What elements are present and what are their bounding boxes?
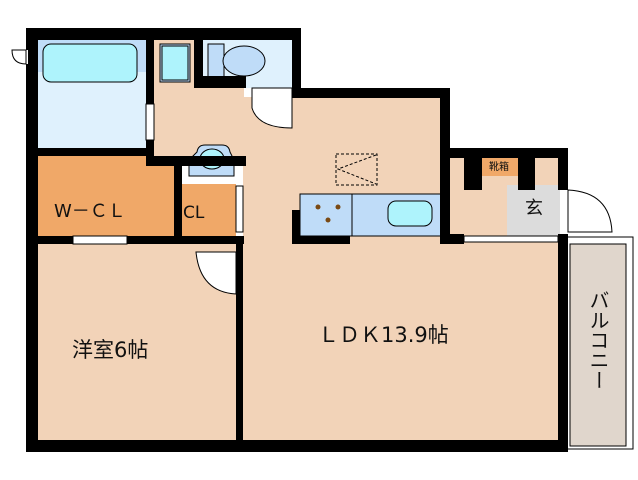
kitchen-sink-icon [387, 200, 433, 227]
room-label-entrance: 玄 [525, 198, 543, 219]
stove-burners [315, 204, 341, 223]
toilet-tank-icon [207, 43, 225, 81]
balcony-floor [569, 243, 627, 447]
fixtures [42, 43, 521, 237]
room-label-balcony: バルコニー [586, 290, 610, 390]
cl-floor [182, 184, 236, 236]
entrance-floor [507, 185, 560, 240]
entrance-door-swing [567, 189, 613, 233]
kitchen-stove-icon [299, 193, 353, 237]
range-hood-icon [335, 153, 378, 186]
bath-window [11, 49, 27, 65]
toilet-door-swing [251, 87, 293, 129]
hall-floor [154, 88, 244, 156]
bathtub-icon [42, 43, 138, 83]
shoe-box [481, 156, 521, 176]
ldk-floor [243, 242, 560, 440]
room-label-ldk: ＬＤＫ13.9帖 [318, 323, 449, 347]
western-room-door-swing [195, 251, 237, 295]
room-label-cl: CL [183, 203, 205, 223]
label-shoe-box: 靴箱 [489, 160, 509, 173]
room-label-wcl: W－ＣＬ [54, 201, 126, 222]
wcl-floor [38, 156, 174, 236]
room-label-western-room: 洋室6帖 [72, 338, 148, 362]
toilet-bowl-icon [222, 45, 266, 77]
doors [11, 49, 613, 410]
walls [20, 28, 568, 452]
